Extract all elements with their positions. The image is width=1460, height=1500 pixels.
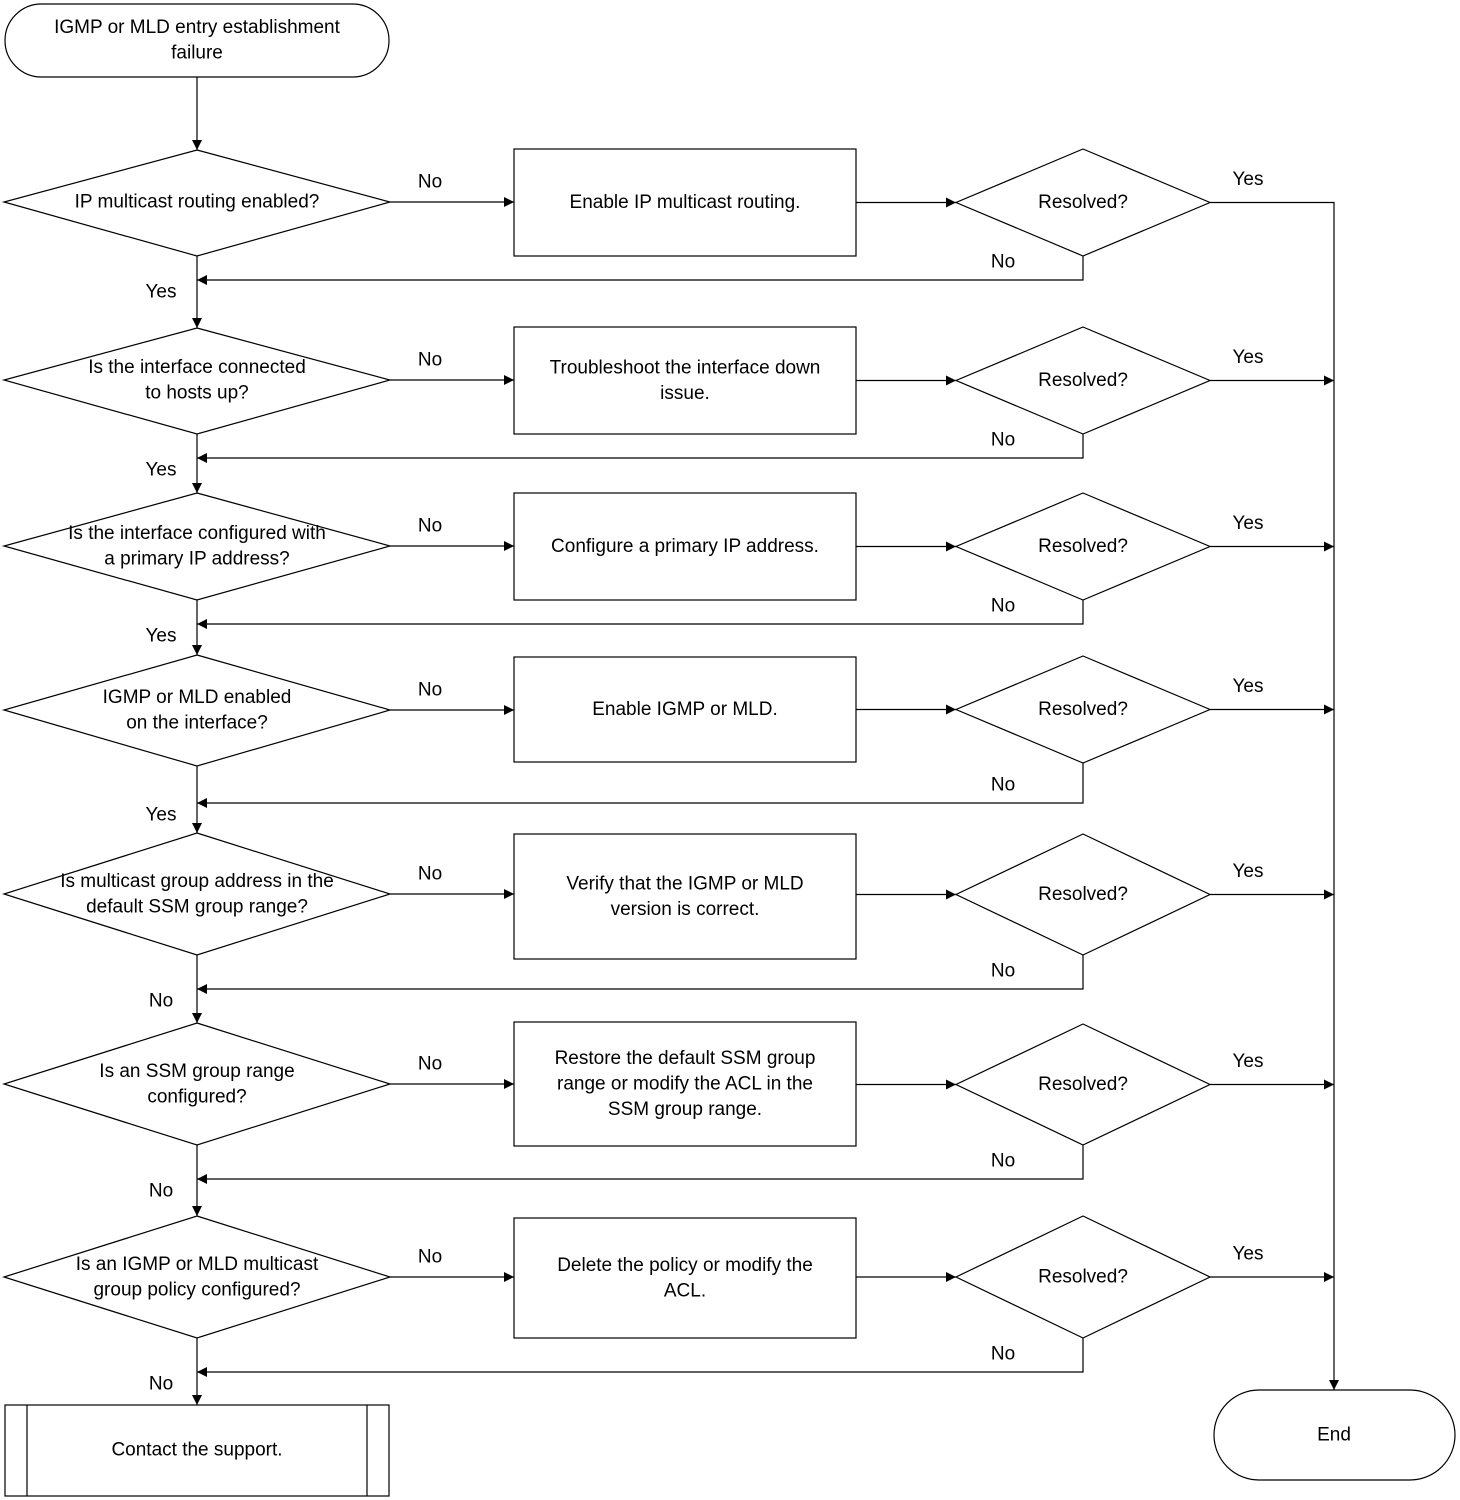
decision-label: configured? [147, 1086, 246, 1107]
no-label: No [418, 1054, 442, 1075]
unresolved-no-label: No [991, 252, 1015, 273]
decision-label: IP multicast routing enabled? [75, 192, 320, 213]
decision-label: to hosts up? [145, 382, 249, 403]
decision-label: group policy configured? [93, 1279, 300, 1300]
no-label: No [418, 516, 442, 537]
resolved-diamond [954, 1215, 1212, 1339]
end-label: End [1317, 1425, 1351, 1446]
unresolved-return-connector [197, 955, 1084, 994]
decision-diamond [1, 492, 393, 601]
unresolved-return-connector [197, 256, 1084, 285]
unresolved-no-label: No [991, 1344, 1015, 1365]
action-label: Restore the default SSM group [555, 1048, 816, 1069]
no-label: No [418, 864, 442, 885]
unresolved-no-label: No [991, 430, 1015, 451]
no-label: No [418, 350, 442, 371]
decision-diamond [2, 832, 392, 956]
decision-diamond [1, 654, 393, 767]
contact-support-label: Contact the support. [111, 1440, 282, 1461]
action-box [513, 1021, 857, 1147]
unresolved-return-connector [197, 1145, 1084, 1184]
decision-label: Is the interface connected [88, 357, 306, 378]
action-label: Configure a primary IP address. [551, 536, 819, 557]
pass-label: Yes [146, 282, 177, 303]
unresolved-return-connector [197, 763, 1084, 808]
decision-label: Is the interface configured with [68, 523, 326, 544]
action-box [513, 492, 857, 601]
resolved-label: Resolved? [1038, 192, 1128, 213]
action-box [513, 326, 857, 435]
no-label: No [418, 172, 442, 193]
pass-label: No [149, 1374, 173, 1395]
decision-diamond [1, 149, 393, 257]
pass-label: No [149, 1181, 173, 1202]
action-label: Verify that the IGMP or MLD [566, 873, 803, 894]
resolved-label: Resolved? [1038, 699, 1128, 720]
unresolved-return-connector [197, 600, 1084, 629]
unresolved-no-label: No [991, 961, 1015, 982]
unresolved-no-label: No [991, 1151, 1015, 1172]
decision-label: Is an SSM group range [99, 1061, 294, 1082]
action-box [513, 148, 857, 257]
decision-diamond [2, 1022, 392, 1146]
resolved-yes-label: Yes [1233, 347, 1264, 368]
decision-diamond [2, 1215, 392, 1339]
resolved-label: Resolved? [1038, 884, 1128, 905]
action-label: issue. [660, 383, 710, 404]
resolved-yes-label: Yes [1233, 1051, 1264, 1072]
decision-label: default SSM group range? [86, 896, 308, 917]
resolved-yes-label: Yes [1233, 676, 1264, 697]
resolved-diamond [954, 655, 1212, 764]
resolved-diamond [954, 326, 1212, 435]
unresolved-no-label: No [991, 775, 1015, 796]
resolved-label: Resolved? [1038, 536, 1128, 557]
decision-label: IGMP or MLD enabled [103, 687, 292, 708]
resolved-yes-label: Yes [1233, 1244, 1264, 1265]
action-label: Delete the policy or modify the [557, 1255, 813, 1276]
no-label: No [418, 1247, 442, 1268]
pass-label: Yes [146, 460, 177, 481]
unresolved-return-connector [197, 1338, 1084, 1377]
unresolved-return-connector [197, 434, 1084, 463]
action-label: ACL. [664, 1280, 706, 1301]
action-box [513, 1217, 857, 1339]
decision-label: Is an IGMP or MLD multicast [76, 1254, 319, 1275]
action-label: range or modify the ACL in the [557, 1074, 813, 1095]
resolved-diamond [954, 492, 1212, 601]
pass-label: No [149, 991, 173, 1012]
end-terminator [1213, 1389, 1456, 1481]
decision-diamond [1, 327, 393, 435]
decision-label: Is multicast group address in the [60, 871, 334, 892]
resolved-diamond [954, 1023, 1212, 1146]
pass-label: Yes [146, 805, 177, 826]
resolved-yes-label: Yes [1233, 861, 1264, 882]
action-label: version is correct. [611, 899, 760, 920]
decision-label: a primary IP address? [104, 548, 290, 569]
start-terminator [4, 3, 390, 78]
resolved-diamond [954, 833, 1212, 956]
action-box [513, 656, 857, 763]
pass-label: Yes [146, 626, 177, 647]
action-label: Enable IP multicast routing. [570, 192, 801, 213]
action-label: Enable IGMP or MLD. [592, 699, 778, 720]
resolved-yes-label: Yes [1233, 513, 1264, 534]
start-label: failure [171, 42, 223, 63]
start-label: IGMP or MLD entry establishment [54, 17, 341, 38]
action-box [513, 833, 857, 960]
resolved-label: Resolved? [1038, 1267, 1128, 1288]
no-label: No [418, 680, 442, 701]
resolved-to-end-connector [1210, 201, 1339, 1390]
action-label: Troubleshoot the interface down [550, 357, 821, 378]
action-label: SSM group range. [608, 1099, 762, 1120]
resolved-label: Resolved? [1038, 370, 1128, 391]
decision-label: on the interface? [126, 712, 268, 733]
contact-support-box [4, 1404, 390, 1497]
resolved-yes-label: Yes [1233, 169, 1264, 190]
unresolved-no-label: No [991, 596, 1015, 617]
resolved-label: Resolved? [1038, 1074, 1128, 1095]
resolved-diamond [954, 148, 1212, 257]
